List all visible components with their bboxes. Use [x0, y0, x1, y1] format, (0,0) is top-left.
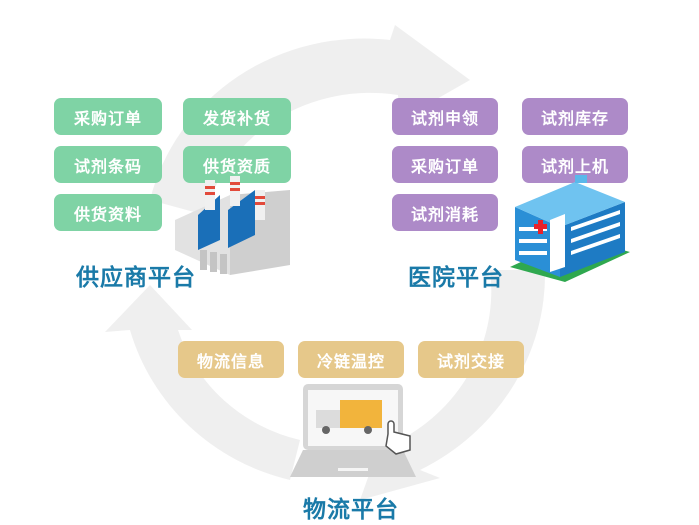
hospital-building-icon — [510, 175, 630, 282]
supplier-tag: 供货资料 — [54, 194, 162, 231]
hospital-tag: 试剂库存 — [522, 98, 628, 135]
arrow-left-icon — [105, 285, 300, 480]
hospital-tag: 试剂上机 — [522, 146, 628, 183]
supplier-tag: 试剂条码 — [54, 146, 162, 183]
logistics-platform-title: 物流平台 — [303, 497, 399, 523]
logistics-tag: 冷链温控 — [298, 341, 404, 378]
logistics-tag: 试剂交接 — [418, 341, 524, 378]
supplier-tag: 发货补货 — [183, 98, 291, 135]
hospital-tag: 采购订单 — [392, 146, 498, 183]
supplier-tag: 采购订单 — [54, 98, 162, 135]
logistics-tag: 物流信息 — [178, 341, 284, 378]
supplier-platform-title: 供应商平台 — [76, 265, 196, 291]
laptop-truck-icon — [290, 384, 416, 477]
hospital-tag: 试剂申领 — [392, 98, 498, 135]
hospital-tag: 试剂消耗 — [392, 194, 498, 231]
factory-icon — [175, 176, 290, 275]
hospital-platform-title: 医院平台 — [408, 265, 504, 291]
arrow-top-icon — [150, 25, 470, 215]
